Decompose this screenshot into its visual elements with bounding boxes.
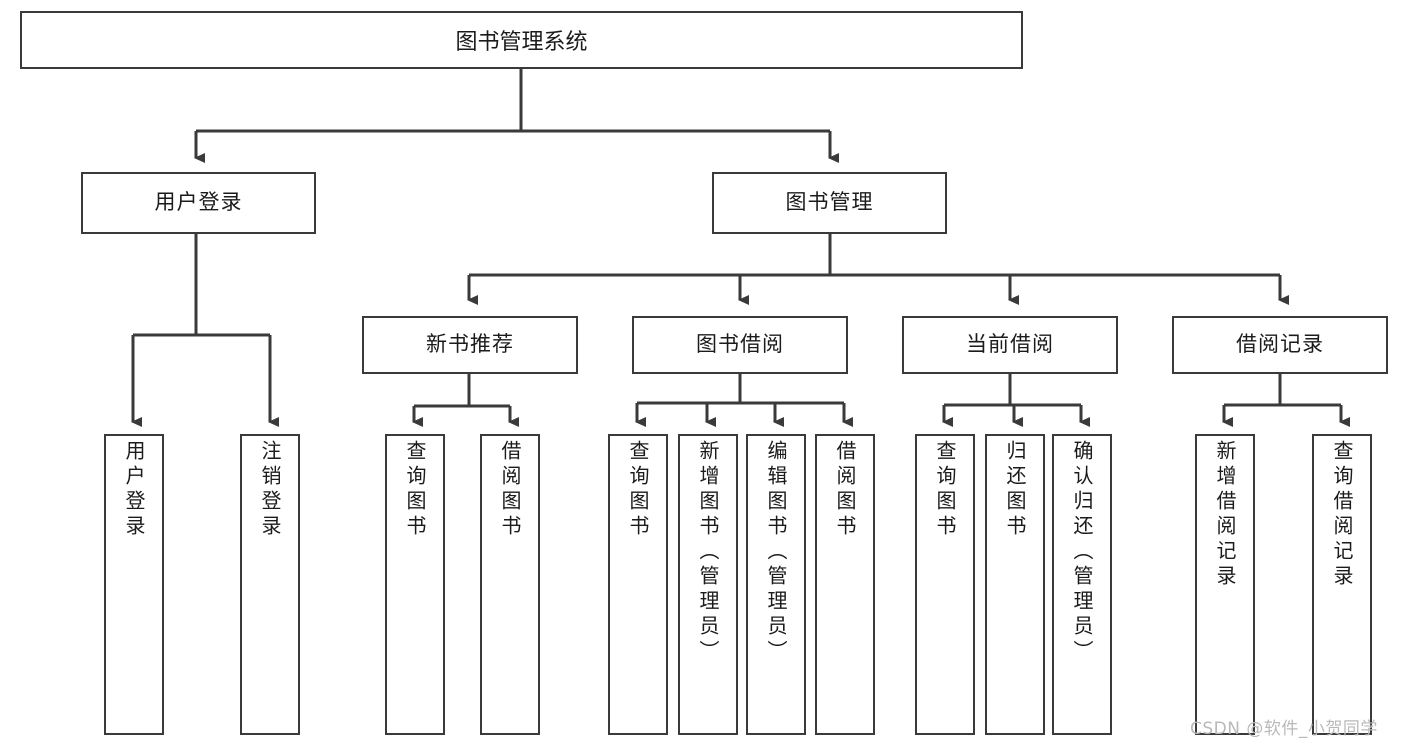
node-book-borrow[interactable]: 图书借阅 [632,316,848,374]
leaf-borrow-add-book-admin[interactable]: 新增图书（管理员） [678,434,738,735]
leaf-record-add-record[interactable]: 新增借阅记录 [1195,434,1255,735]
leaf-user-login-logout[interactable]: 注销登录 [240,434,300,735]
node-current-borrow[interactable]: 当前借阅 [902,316,1118,374]
leaf-recommend-query-book[interactable]: 查询图书 [385,434,445,735]
leaf-user-login-login[interactable]: 用户登录 [104,434,164,735]
leaf-label: 查询图书 [626,440,650,540]
leaf-label: 归还图书 [1003,440,1027,540]
node-borrow-record[interactable]: 借阅记录 [1172,316,1388,374]
leaf-label: 借阅图书 [833,440,857,540]
leaf-current-return-book[interactable]: 归还图书 [985,434,1045,735]
csdn-watermark: CSDN @软件_小贺同学 [1190,719,1378,739]
leaf-label: 确认归还（管理员） [1070,440,1094,665]
node-root-system[interactable]: 图书管理系统 [20,11,1023,69]
leaf-label: 查询图书 [403,440,427,540]
leaf-borrow-query-book[interactable]: 查询图书 [608,434,668,735]
node-new-book-recommend[interactable]: 新书推荐 [362,316,578,374]
node-book-management[interactable]: 图书管理 [712,172,947,234]
leaf-label: 查询图书 [933,440,957,540]
leaf-label: 新增借阅记录 [1213,440,1237,590]
leaf-label: 编辑图书（管理员） [764,440,788,665]
node-user-login[interactable]: 用户登录 [81,172,316,234]
leaf-borrow-borrow-book[interactable]: 借阅图书 [815,434,875,735]
leaf-label: 借阅图书 [498,440,522,540]
leaf-borrow-edit-book-admin[interactable]: 编辑图书（管理员） [746,434,806,735]
leaf-label: 注销登录 [258,440,282,540]
leaf-label: 新增图书（管理员） [696,440,720,665]
leaf-current-confirm-return-admin[interactable]: 确认归还（管理员） [1052,434,1112,735]
leaf-label: 用户登录 [122,440,146,540]
leaf-label: 查询借阅记录 [1330,440,1354,590]
leaf-record-query-record[interactable]: 查询借阅记录 [1312,434,1372,735]
leaf-current-query-book[interactable]: 查询图书 [915,434,975,735]
leaf-recommend-borrow-book[interactable]: 借阅图书 [480,434,540,735]
